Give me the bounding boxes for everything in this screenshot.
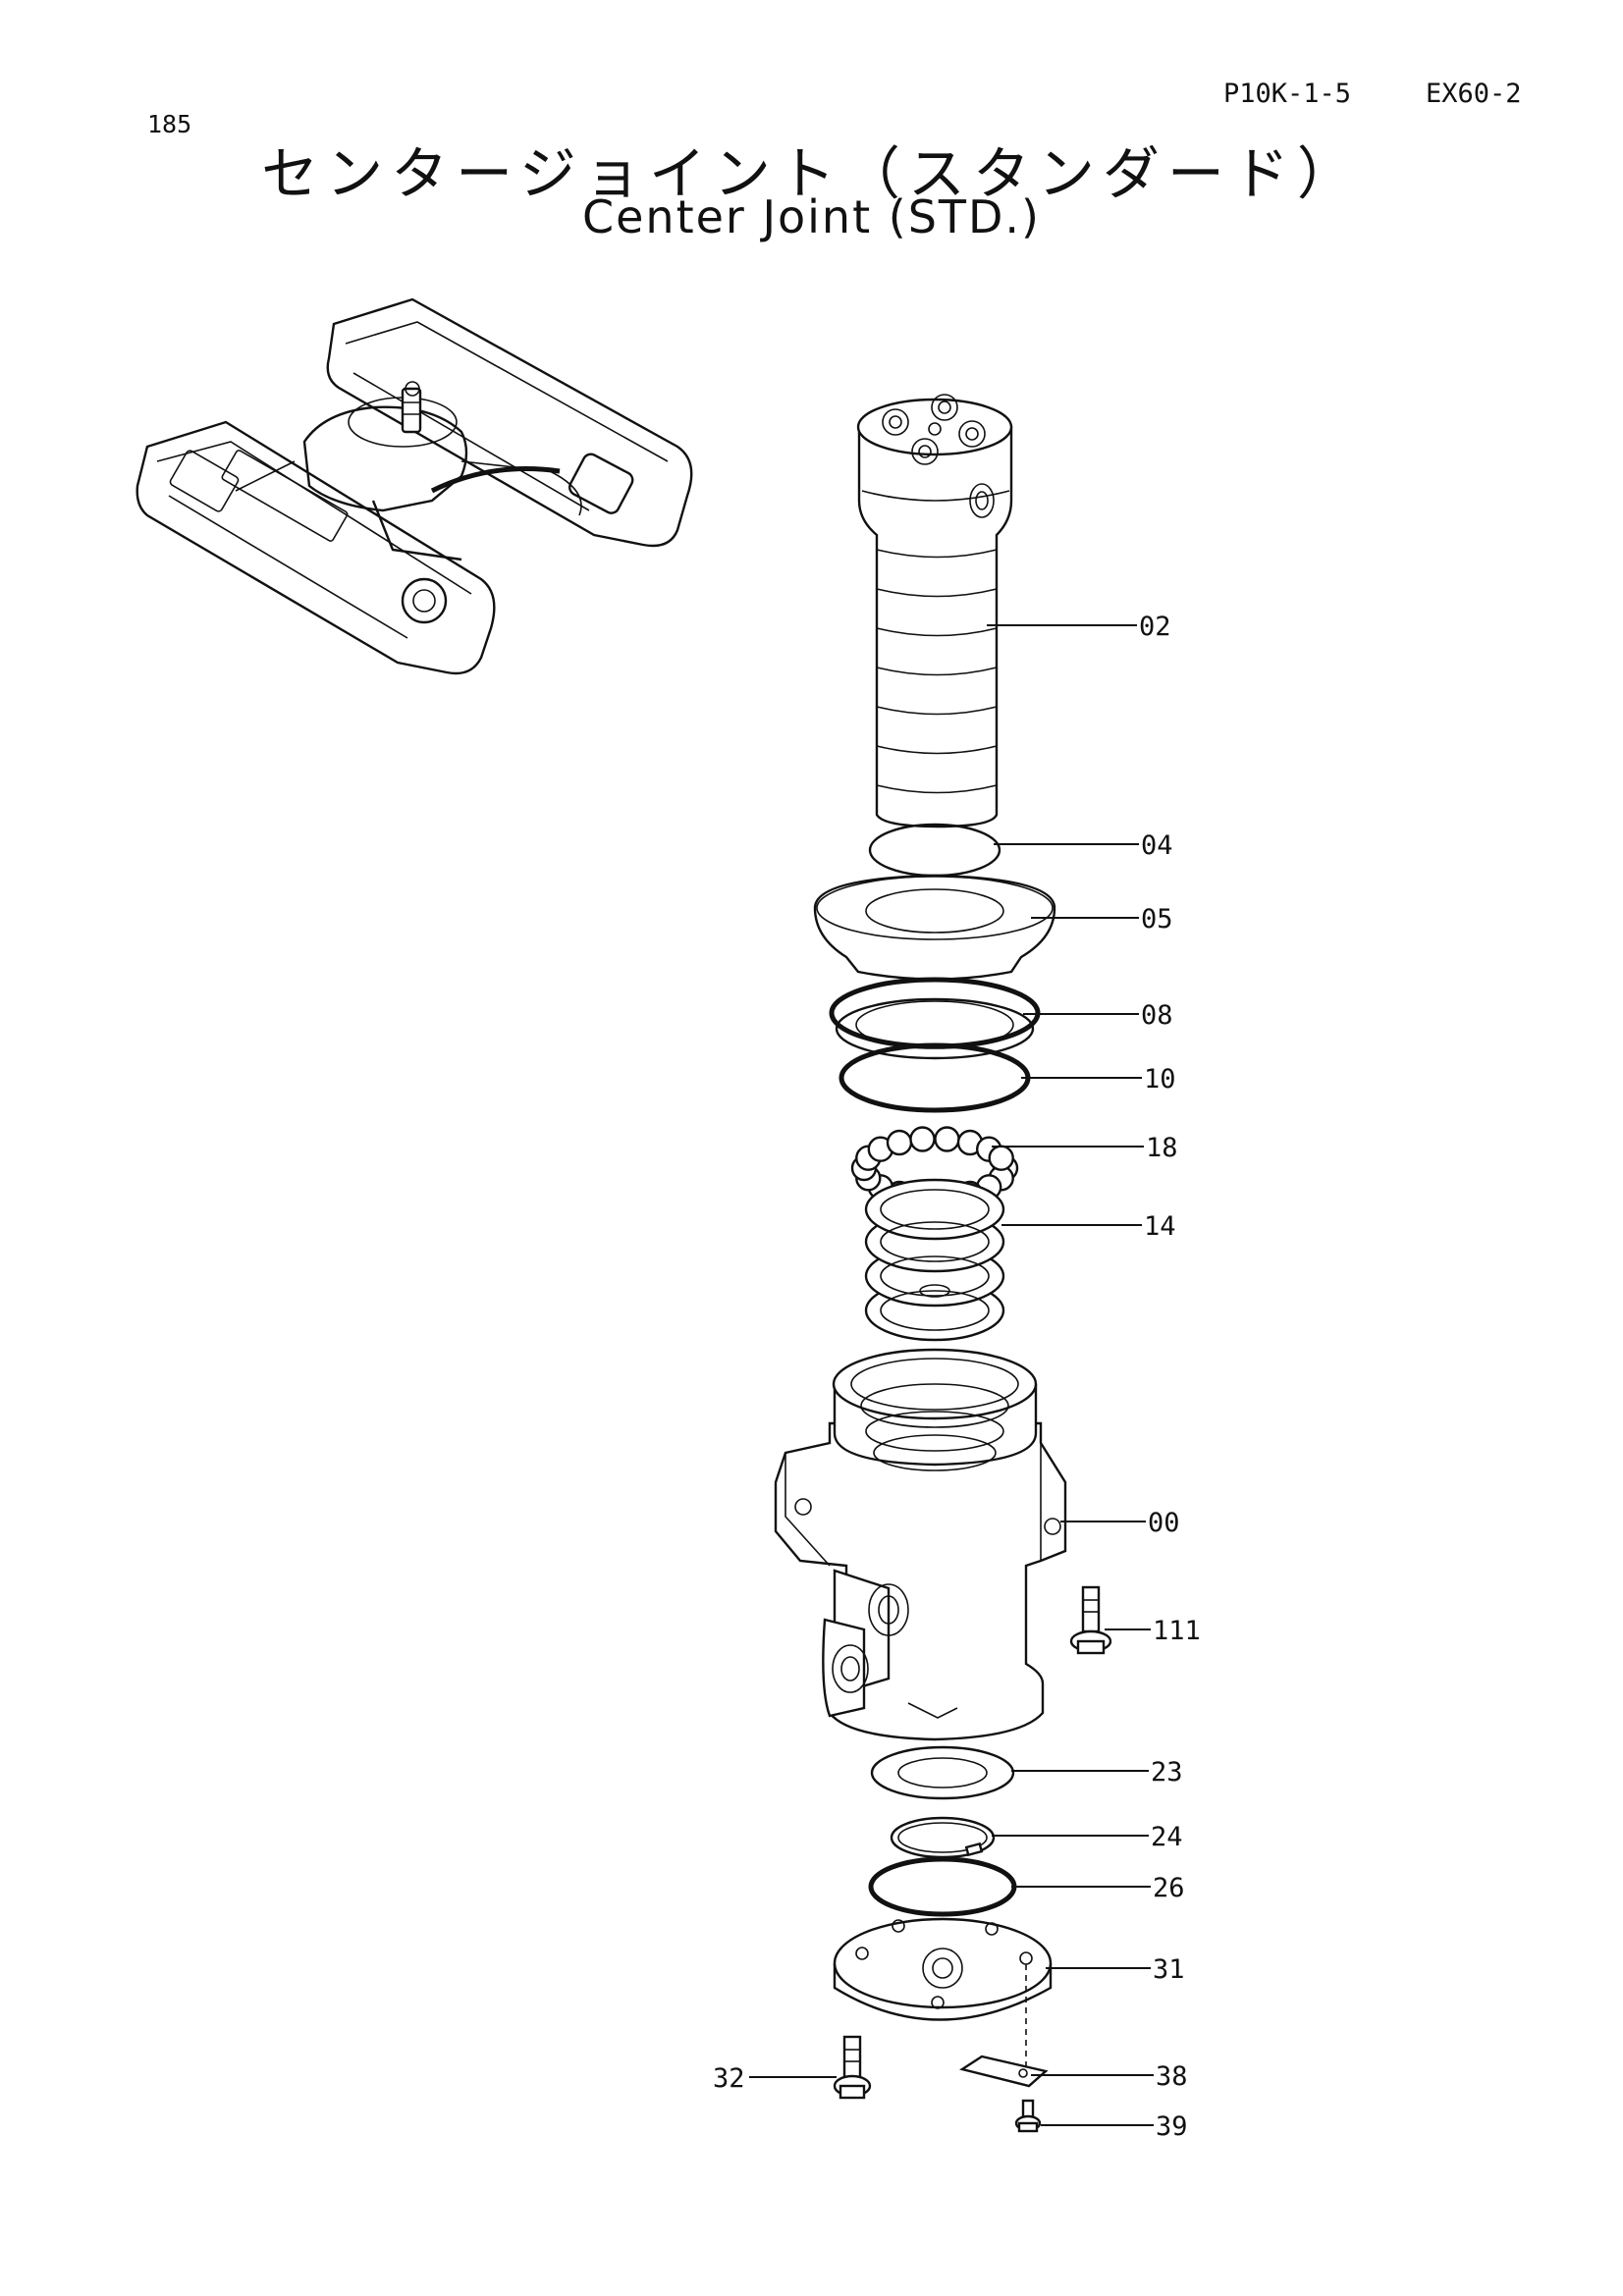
callout-05: 05 (1141, 904, 1173, 934)
callout-23: 23 (1151, 1757, 1183, 1788)
callout-00: 00 (1148, 1508, 1180, 1538)
part-26-o-ring (868, 1856, 1017, 1917)
part-04-o-ring (868, 823, 1001, 878)
callout-31: 31 (1153, 1954, 1185, 1985)
part-02-spindle (856, 394, 1013, 828)
page-title-english: Center Joint (STD.) (582, 190, 1041, 243)
callout-32: 32 (713, 2063, 745, 2094)
part-32-bolt (833, 2035, 872, 2100)
machine-model: EX60-2 (1426, 79, 1522, 109)
part-23-thrust-plate (870, 1745, 1015, 1800)
part-callouts: 02 04 05 08 10 18 14 00 111 23 24 26 31 … (713, 612, 1201, 2142)
steel-ball (909, 1126, 936, 1152)
steel-ball (886, 1129, 913, 1156)
steel-ball (934, 1126, 960, 1152)
callout-04: 04 (1141, 830, 1173, 861)
callout-14: 14 (1144, 1211, 1176, 1242)
page-title-japanese: センタージョイント（スタンダード） (261, 140, 1362, 207)
part-14-seal-rings (864, 1178, 1005, 1342)
undercarriage-locator-illustration (135, 297, 693, 675)
callout-08: 08 (1141, 1000, 1173, 1031)
callout-02: 02 (1139, 612, 1171, 642)
callout-111: 111 (1153, 1616, 1201, 1646)
steel-ball (988, 1145, 1014, 1171)
part-111-bolt (1069, 1585, 1112, 1655)
callout-26: 26 (1153, 1873, 1185, 1903)
document-code: P10K-1-5 (1223, 79, 1352, 109)
part-24-snap-ring (890, 1816, 996, 1859)
callout-24: 24 (1151, 1822, 1183, 1852)
callout-38: 38 (1156, 2061, 1188, 2092)
callout-10: 10 (1144, 1064, 1176, 1095)
part-05-cover (813, 874, 1056, 981)
part-38-plate (959, 2055, 1049, 2088)
part-39-screw (1014, 2099, 1042, 2133)
part-10-o-ring (839, 1042, 1031, 1113)
callout-18: 18 (1146, 1133, 1178, 1163)
part-00-body (774, 1348, 1067, 1741)
page-number: 185 (147, 110, 192, 138)
part-31-bottom-cover (833, 1917, 1053, 2071)
callout-39: 39 (1156, 2111, 1188, 2142)
